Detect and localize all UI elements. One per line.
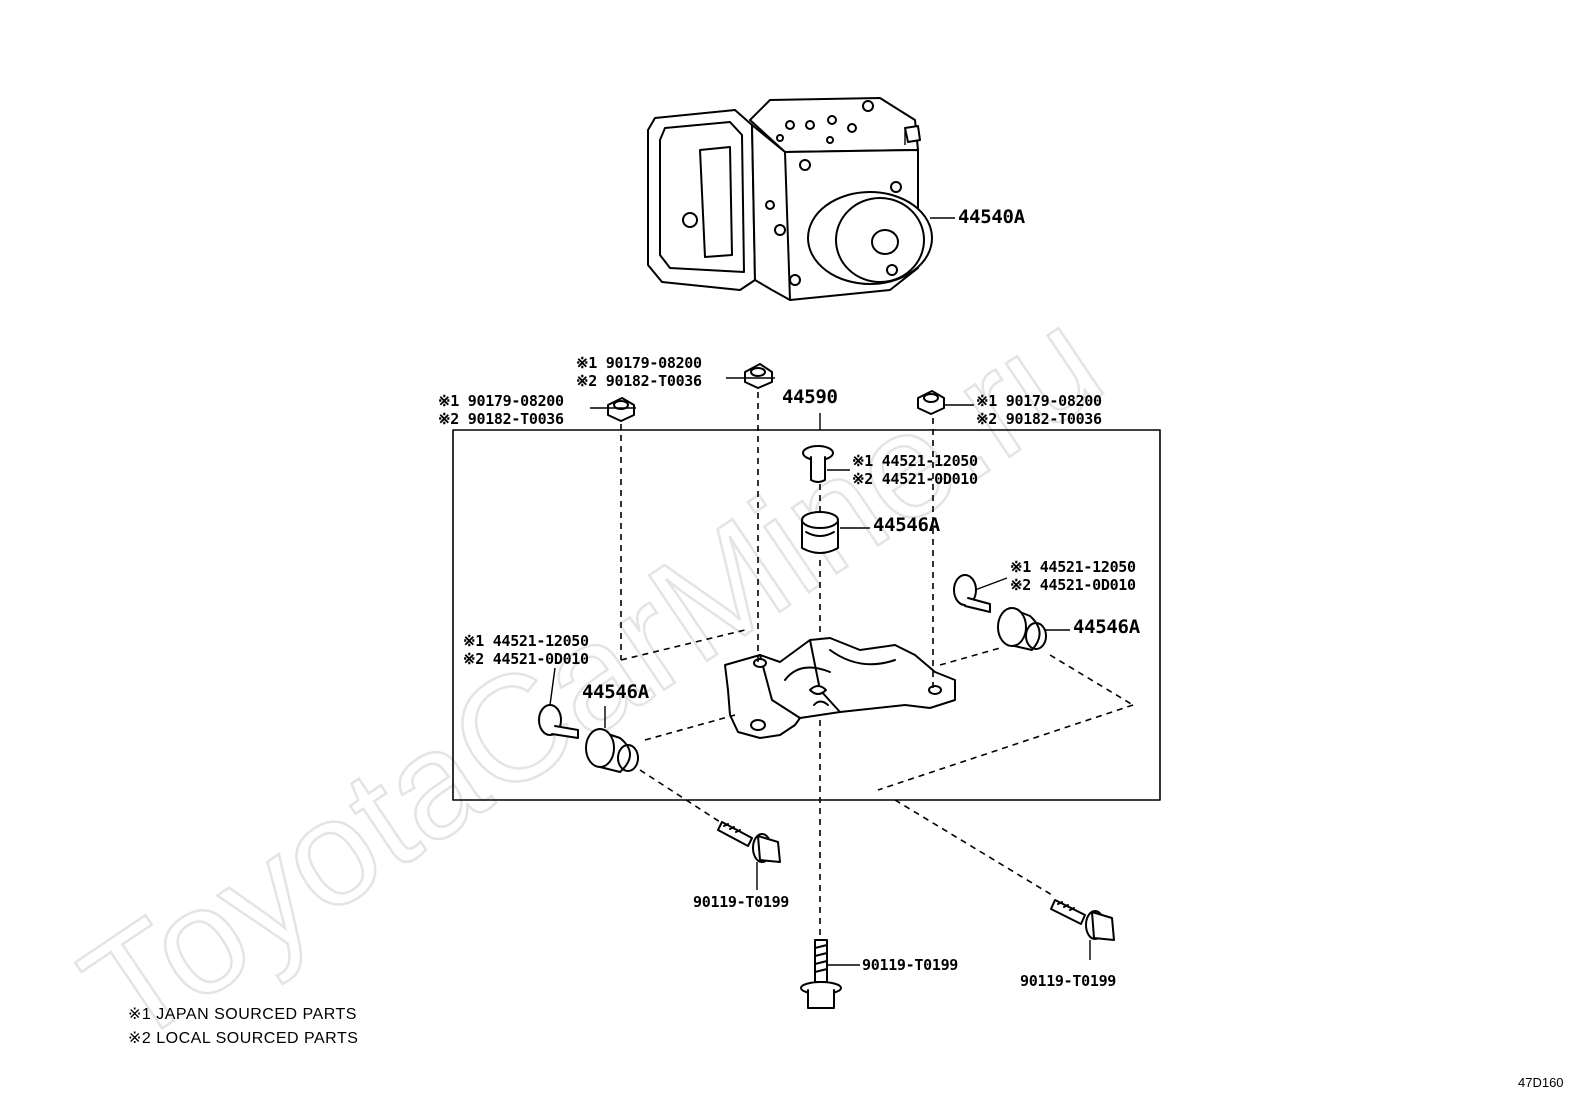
cushion-left-drawing bbox=[585, 728, 639, 773]
label-nut-top-center: ※1 90179-08200 ※2 90182-T0036 bbox=[576, 354, 702, 390]
label-actuator: 44540A bbox=[958, 206, 1025, 228]
cushion-top-drawing bbox=[801, 511, 839, 554]
nut-right-drawing bbox=[917, 390, 945, 415]
label-nut-right: ※1 90179-08200 ※2 90182-T0036 bbox=[976, 392, 1102, 428]
label-collar-right-line1: ※1 44521-12050 bbox=[1010, 558, 1136, 576]
bracket-drawing bbox=[724, 637, 956, 739]
footnote-japan: ※1 JAPAN SOURCED PARTS bbox=[128, 1006, 357, 1023]
collar-left-drawing bbox=[538, 704, 579, 739]
label-bolt-left: 90119-T0199 bbox=[693, 893, 790, 911]
nut-left-drawing bbox=[607, 397, 635, 422]
label-collar-top-line2: ※2 44521-0D010 bbox=[852, 470, 978, 488]
label-collar-left-line2: ※2 44521-0D010 bbox=[463, 650, 589, 668]
bracket-group-frame bbox=[452, 429, 1161, 801]
image-code: 47D160 bbox=[1518, 1075, 1564, 1090]
nut-top-center-drawing bbox=[744, 363, 773, 389]
label-collar-top-line1: ※1 44521-12050 bbox=[852, 452, 978, 470]
label-collar-right-line2: ※2 44521-0D010 bbox=[1010, 576, 1136, 594]
label-nut-top-center-line2: ※2 90182-T0036 bbox=[576, 372, 702, 390]
footnote-local: ※2 LOCAL SOURCED PARTS bbox=[128, 1030, 359, 1047]
label-cushion-right: 44546A bbox=[1073, 616, 1140, 638]
label-collar-left-line1: ※1 44521-12050 bbox=[463, 632, 589, 650]
label-collar-left: ※1 44521-12050 ※2 44521-0D010 bbox=[463, 632, 589, 668]
label-nut-top-center-line1: ※1 90179-08200 bbox=[576, 354, 702, 372]
collar-top-drawing bbox=[802, 445, 834, 483]
label-nut-left-line2: ※2 90182-T0036 bbox=[438, 410, 564, 428]
label-nut-left-line1: ※1 90179-08200 bbox=[438, 392, 564, 410]
label-collar-right: ※1 44521-12050 ※2 44521-0D010 bbox=[1010, 558, 1136, 594]
label-cushion-left: 44546A bbox=[582, 681, 649, 703]
label-nut-right-line2: ※2 90182-T0036 bbox=[976, 410, 1102, 428]
label-nut-left: ※1 90179-08200 ※2 90182-T0036 bbox=[438, 392, 564, 428]
guide-lines bbox=[620, 392, 1134, 935]
bolt-left-drawing bbox=[717, 821, 781, 863]
abs-actuator-drawing bbox=[647, 97, 933, 301]
leader-lines bbox=[549, 130, 1091, 966]
label-bolt-right: 90119-T0199 bbox=[1020, 972, 1117, 990]
label-nut-right-line1: ※1 90179-08200 bbox=[976, 392, 1102, 410]
label-cushion-top: 44546A bbox=[873, 514, 940, 536]
bolt-right-drawing bbox=[1050, 899, 1115, 941]
cushion-right-drawing bbox=[997, 607, 1047, 651]
label-bracket: 44590 bbox=[782, 386, 838, 408]
bolt-center-drawing bbox=[800, 939, 842, 1009]
label-bolt-center: 90119-T0199 bbox=[862, 956, 959, 974]
label-collar-top: ※1 44521-12050 ※2 44521-0D010 bbox=[852, 452, 978, 488]
collar-right-drawing bbox=[953, 574, 991, 613]
